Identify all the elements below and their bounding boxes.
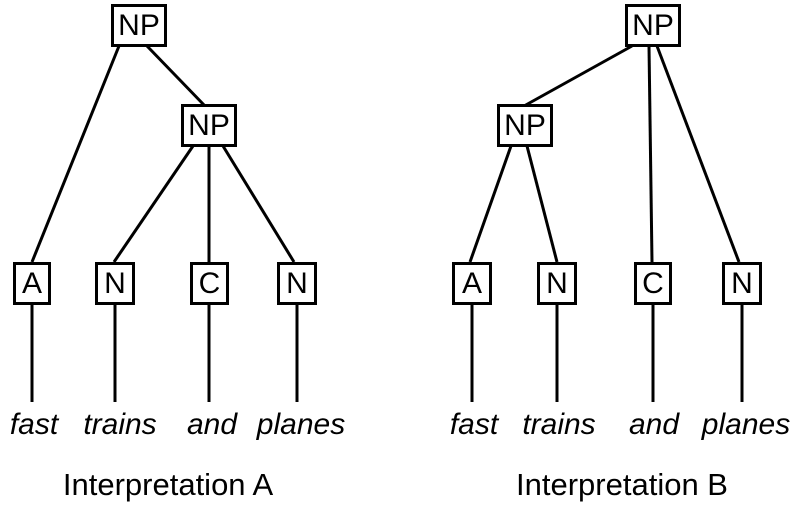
tree-b-node-c: C bbox=[634, 262, 672, 305]
tree-a-word-fast: fast bbox=[9, 408, 59, 441]
tree-b-word-trains: trains bbox=[522, 408, 596, 441]
edge-a-subnp-to-n1 bbox=[112, 145, 195, 263]
tree-b-node-np-sub: NP bbox=[497, 104, 553, 147]
tree-b-node-n2: N bbox=[722, 262, 762, 305]
edge-a-root-to-a bbox=[30, 45, 121, 263]
tree-b-caption: Interpretation B bbox=[516, 467, 728, 502]
tree-b-word-fast: fast bbox=[449, 408, 499, 441]
edge-b-subnp-to-a bbox=[468, 145, 513, 263]
edge-b-root-to-n2 bbox=[655, 45, 741, 263]
edge-b-subnp-to-n1 bbox=[525, 145, 559, 263]
tree-a-node-np-root: NP bbox=[111, 4, 167, 47]
tree-a-edges bbox=[30, 44, 299, 402]
tree-a-node-np-sub: NP bbox=[181, 104, 237, 147]
tree-b-word-planes: planes bbox=[701, 408, 791, 441]
tree-a-caption: Interpretation A bbox=[62, 467, 274, 502]
edge-a-subnp-to-n2 bbox=[221, 145, 296, 263]
tree-a-node-n2: N bbox=[277, 262, 317, 305]
edge-b-root-to-subnp bbox=[523, 44, 633, 108]
tree-a-node-a: A bbox=[13, 262, 51, 305]
tree-a-word-trains: trains bbox=[83, 408, 157, 441]
tree-b-word-and: and bbox=[628, 408, 680, 441]
tree-b-node-n1: N bbox=[537, 262, 577, 305]
tree-a-node-c: C bbox=[190, 262, 229, 305]
tree-b-node-a: A bbox=[452, 262, 492, 305]
tree-a-word-planes: planes bbox=[256, 408, 346, 441]
edge-a-root-to-subnp bbox=[145, 44, 207, 108]
edge-b-root-to-c bbox=[647, 45, 654, 263]
tree-a-word-and: and bbox=[186, 408, 238, 441]
tree-b-node-np-root: NP bbox=[625, 4, 681, 47]
tree-b-edges bbox=[468, 44, 744, 402]
tree-a-node-n1: N bbox=[95, 262, 135, 305]
